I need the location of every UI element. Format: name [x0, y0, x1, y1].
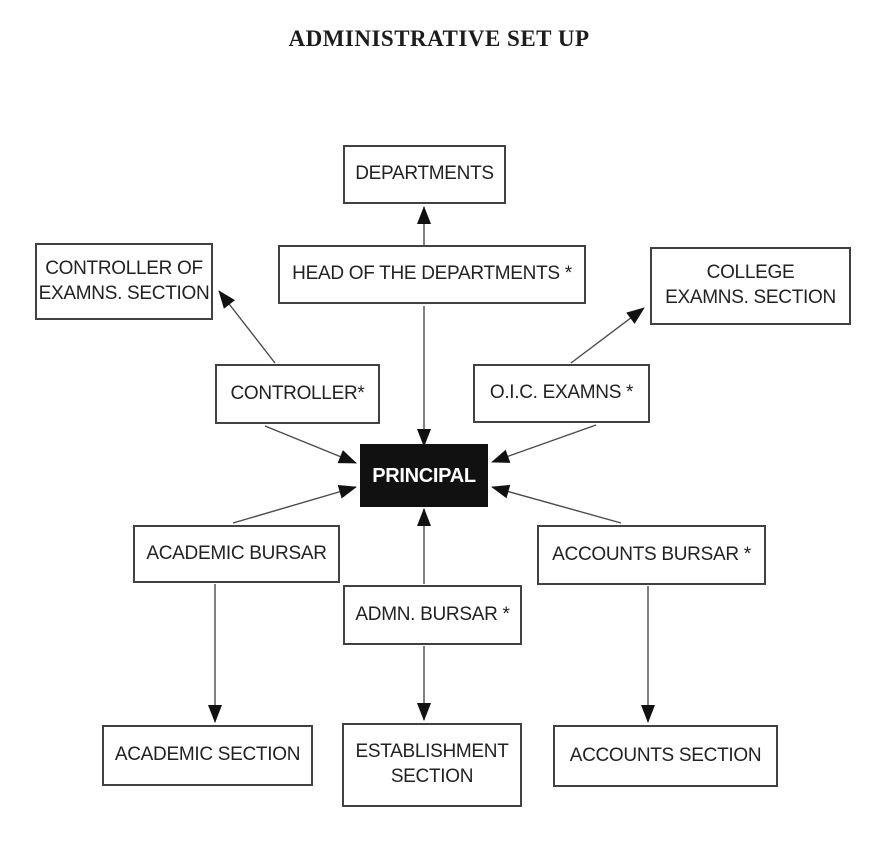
node-departments-label: DEPARTMENTS [355, 163, 494, 185]
node-controller: CONTROLLER* [215, 364, 380, 424]
edge-academic-bursar-to-principal [232, 485, 357, 524]
node-controller-of-examns-section: CONTROLLER OF EXAMNS. SECTION [35, 243, 213, 320]
node-accounts-bursar-label: ACCOUNTS BURSAR * [552, 543, 751, 565]
edge-controller-to-principal [264, 425, 357, 464]
node-academic-bursar: ACADEMIC BURSAR [133, 525, 340, 583]
node-college-examns-section: COLLEGE EXAMNS. SECTION [650, 247, 851, 325]
node-oic-examns: O.I.C. EXAMNS * [473, 364, 650, 423]
node-head-of-the-departments: HEAD OF THE DEPARTMENTS * [278, 245, 586, 304]
node-academic-section: ACADEMIC SECTION [102, 725, 313, 786]
node-establishment-section: ESTABLISHMENT SECTION [342, 723, 522, 807]
node-controller-label: CONTROLLER* [230, 382, 365, 404]
node-principal-label: PRINCIPAL [372, 464, 476, 487]
node-establishment-section-label: ESTABLISHMENT SECTION [355, 741, 509, 787]
node-controller-of-examns-section-label: CONTROLLER OF EXAMNS. SECTION [38, 257, 210, 304]
node-oic-examns-label: O.I.C. EXAMNS * [489, 382, 634, 404]
node-college-examns-section-label: COLLEGE EXAMNS. SECTION [665, 262, 836, 308]
node-accounts-section-label: ACCOUNTS SECTION [569, 744, 762, 766]
node-head-of-the-departments-label: HEAD OF THE DEPARTMENTS * [292, 263, 572, 285]
edge-accounts-bursar-to-principal [491, 484, 622, 524]
node-academic-bursar-label: ACADEMIC BURSAR [146, 542, 327, 564]
diagram-title: ADMINISTRATIVE SET UP [288, 26, 590, 51]
edge-oic-to-college-section [570, 307, 645, 364]
edge-oic-to-principal [491, 424, 597, 463]
node-admn-bursar: ADMN. BURSAR * [343, 585, 522, 645]
node-admn-bursar-label: ADMN. BURSAR * [355, 603, 510, 625]
node-accounts-bursar: ACCOUNTS BURSAR * [537, 525, 766, 585]
node-academic-section-label: ACADEMIC SECTION [114, 744, 301, 766]
node-departments: DEPARTMENTS [343, 145, 506, 204]
node-principal: PRINCIPAL [360, 444, 488, 507]
edge-controller-to-examns-section [218, 290, 276, 364]
node-accounts-section: ACCOUNTS SECTION [553, 725, 778, 787]
